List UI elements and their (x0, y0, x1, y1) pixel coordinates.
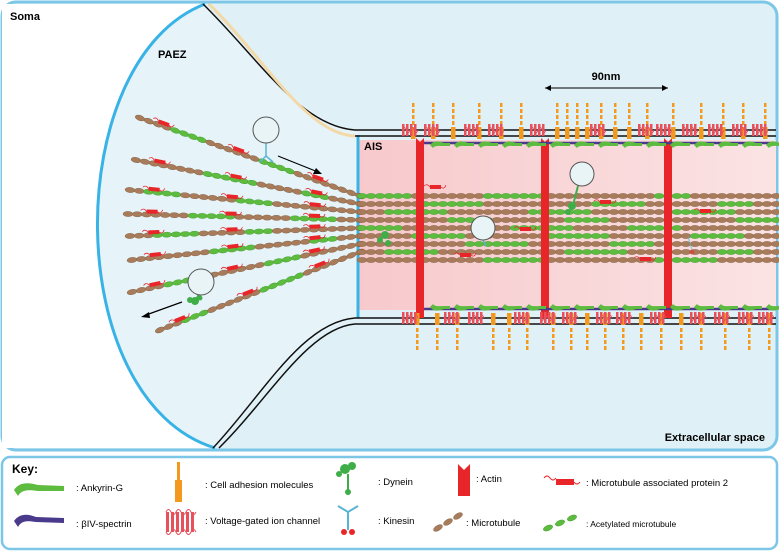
vgic-icon (165, 509, 197, 535)
ankyrin-icon (14, 483, 64, 496)
svg-text:: Actin: : Actin (476, 474, 502, 485)
key-title: Key: (12, 462, 38, 476)
svg-text:: Kinesin: : Kinesin (378, 516, 414, 527)
map2-icon (543, 475, 581, 485)
key-panel (0, 455, 779, 551)
key-dynein: : Dynein (336, 462, 413, 495)
svg-text:: Cell adhesion molecules: : Cell adhesion molecules (205, 480, 314, 491)
svg-text:: Microtubule: : Microtubule (466, 518, 520, 529)
kinesin-ais-faded (687, 235, 695, 255)
key-spectrin: : βIV-spectrin (14, 514, 132, 530)
arrow-retrograde (141, 301, 183, 318)
key-ankyrin: : Ankyrin-G (14, 483, 123, 496)
paez-label: PAEZ (158, 49, 187, 61)
spectrin-icon (14, 514, 64, 527)
actin-icon (458, 464, 470, 496)
spacing-scale: 90nm (545, 71, 668, 91)
ais-label: AIS (364, 141, 382, 153)
dynein-icon (336, 462, 356, 495)
dynein-ais-free (377, 231, 391, 246)
svg-text:: Acetylated microtubule: : Acetylated microtubule (586, 519, 677, 529)
extracellular-label: Extracellular space (665, 432, 765, 444)
vesicle-kinesin-top (252, 116, 280, 163)
spacing-label: 90nm (592, 71, 621, 83)
key-cam: : Cell adhesion molecules (175, 462, 314, 502)
key-microtubule: : Microtubule (433, 512, 520, 532)
soma-boundary (96, 2, 216, 450)
svg-text:: Voltage-gated ion channel: : Voltage-gated ion channel (205, 516, 320, 527)
axon-membrane (202, 2, 776, 449)
svg-text:: Dynein: : Dynein (378, 477, 413, 488)
ais-cytoskeleton (416, 138, 779, 318)
soma-label: Soma (10, 11, 41, 23)
microtubule-icon (433, 512, 463, 532)
key-vgic: : Voltage-gated ion channel (165, 509, 320, 535)
arrow-anterograde (277, 155, 322, 174)
vesicle-ais-1 (470, 215, 496, 247)
svg-text:: Microtubule associated prote: : Microtubule associated protein 2 (586, 478, 728, 489)
vesicle-ais-2 (565, 161, 595, 215)
vesicle-dynein-bottom (187, 268, 215, 305)
key-actin: : Actin (458, 464, 502, 496)
acetylated-microtubule-icon (543, 514, 577, 532)
key-acetylated: : Acetylated microtubule (543, 514, 677, 532)
key-kinesin: : Kinesin (337, 505, 414, 535)
svg-text:: Ankyrin-G: : Ankyrin-G (76, 483, 123, 494)
soma-region (2, 4, 215, 448)
svg-text:: βIV-spectrin: : βIV-spectrin (76, 519, 132, 530)
paez-region (97, 4, 358, 448)
key-map2: : Microtubule associated protein 2 (543, 475, 728, 489)
kinesin-icon (337, 505, 359, 535)
membrane-proteins (401, 103, 775, 350)
ais-region (358, 140, 776, 310)
cam-icon (175, 462, 182, 502)
